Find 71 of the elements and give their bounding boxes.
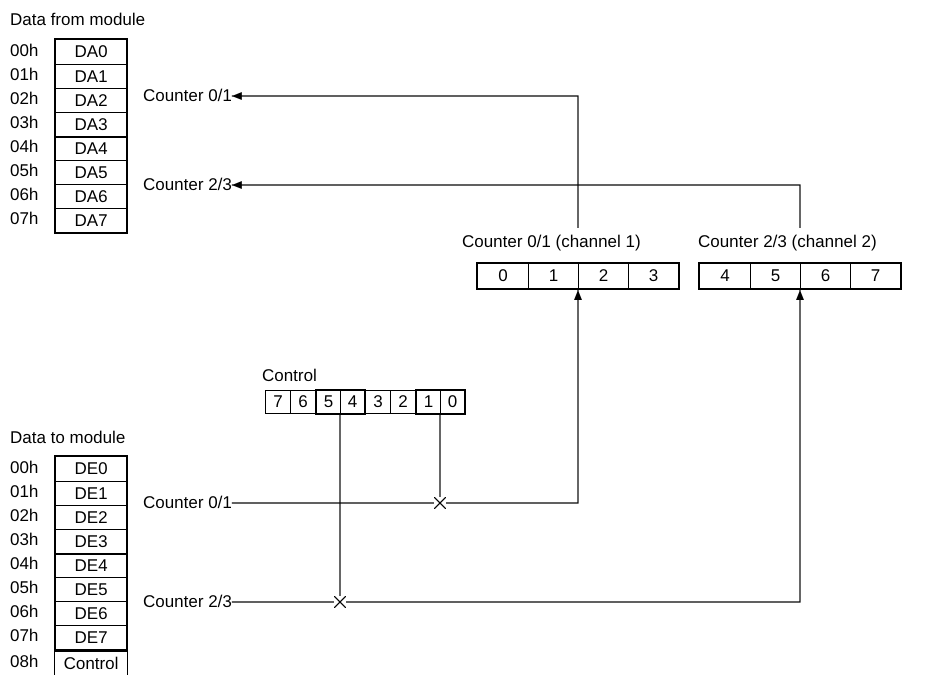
address-label: 02h (10, 89, 38, 109)
register-cell: 2 (578, 264, 628, 288)
register-title: Counter 0/1 (channel 1) (462, 232, 641, 252)
address-label: 05h (10, 161, 38, 181)
address-label: 01h (10, 482, 38, 502)
register-cell: 0 (478, 264, 528, 288)
register-cell: 3 (365, 390, 391, 414)
cross-mark (334, 596, 346, 608)
arrow (232, 92, 579, 228)
signal-label: Counter 2/3 (143, 592, 232, 612)
signal-label: Counter 2/3 (143, 175, 232, 195)
register-cell: DE3 (56, 529, 126, 553)
register-cell: DA7 (56, 208, 126, 232)
connector-line (232, 601, 334, 603)
register-cell: 1 (528, 264, 578, 288)
address-label: 06h (10, 185, 38, 205)
register-cell: DA5 (56, 160, 126, 184)
register-title: Control (262, 366, 317, 386)
cross-mark (434, 497, 446, 509)
register-cell: DE1 (56, 481, 126, 505)
signal-label: Counter 0/1 (143, 86, 232, 106)
register-cell: 7 (265, 390, 291, 414)
connector-line (232, 502, 434, 504)
register-cell: DE7 (56, 625, 126, 649)
address-label: 03h (10, 530, 38, 550)
address-label: 07h (10, 626, 38, 646)
address-label: 01h (10, 65, 38, 85)
address-label: 00h (10, 41, 38, 61)
signal-label: Counter 0/1 (143, 493, 232, 513)
register-cell: 0 (440, 391, 464, 413)
bit-group-frame (415, 389, 466, 415)
register-cell: 6 (800, 264, 850, 288)
register-cell: 4 (340, 391, 364, 413)
register-title: Data from module (10, 10, 146, 30)
register-cell: 7 (850, 264, 900, 288)
address-label: 08h (10, 652, 38, 672)
register-cell: DE4 (56, 553, 126, 577)
address-label: 00h (10, 458, 38, 478)
register-cell: 1 (417, 391, 440, 413)
register-cell: 6 (290, 390, 316, 414)
bit-group-frame (315, 389, 366, 415)
register-cell: 5 (750, 264, 800, 288)
register-cell: DE5 (56, 577, 126, 601)
connector-line (339, 415, 341, 596)
register-cell: DA4 (56, 136, 126, 160)
register-cell: DA3 (56, 112, 126, 136)
register-cell: DA1 (56, 64, 126, 88)
register-title: Data to module (10, 428, 126, 448)
address-label: 05h (10, 578, 38, 598)
register-cell: 4 (700, 264, 750, 288)
register-cell: 2 (390, 390, 416, 414)
register-cell: DE2 (56, 505, 126, 529)
register-cell: DA0 (56, 40, 126, 64)
connector-line (439, 415, 441, 497)
register-title: Counter 2/3 (channel 2) (698, 232, 877, 252)
address-label: 06h (10, 602, 38, 622)
address-label: 02h (10, 506, 38, 526)
address-label: 04h (10, 137, 38, 157)
arrow (446, 290, 582, 504)
register-cell: DE0 (56, 457, 126, 481)
arrow (346, 290, 804, 603)
register-cell: DE6 (56, 601, 126, 625)
address-label: 04h (10, 554, 38, 574)
address-label: 07h (10, 209, 38, 229)
register-cell: 5 (317, 391, 340, 413)
register-cell: DA2 (56, 88, 126, 112)
address-label: 03h (10, 113, 38, 133)
register-cell: Control (54, 651, 128, 675)
arrow (232, 181, 801, 228)
register-cell: DA6 (56, 184, 126, 208)
register-cell: 3 (628, 264, 678, 288)
